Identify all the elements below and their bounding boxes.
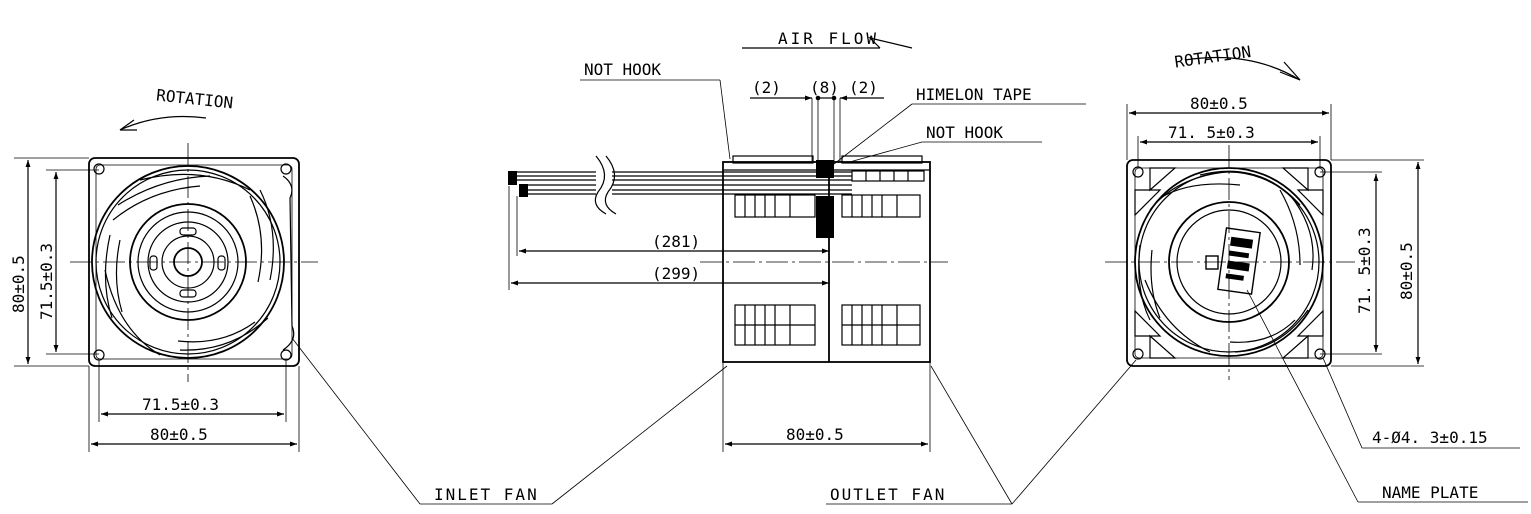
right-height-outer-dim: 80±0.5 bbox=[1397, 242, 1416, 300]
rotation-arrow-left bbox=[119, 115, 207, 131]
himelon-tape-label: HIMELON TAPE bbox=[916, 85, 1032, 104]
inlet-fan-front-view: ROTATION 80±0.5 71.5±0.3 71.5±0.3 80±0.5 bbox=[9, 86, 318, 452]
side-view: AIR FLOW bbox=[508, 29, 1086, 452]
outlet-fan-label: OUTLET FAN bbox=[830, 485, 946, 504]
fan-callouts: INLET FAN OUTLET FAN bbox=[291, 337, 1137, 505]
left-width-outer-dim: 80±0.5 bbox=[150, 425, 208, 444]
himelon-tape-mark bbox=[816, 160, 834, 178]
not-hook-top-label: NOT HOOK bbox=[584, 60, 661, 79]
name-plate-label: NAME PLATE bbox=[1382, 483, 1478, 502]
gap-right-dim: (2) bbox=[849, 78, 878, 97]
left-height-inner-dim: 71.5±0.3 bbox=[37, 243, 56, 320]
outlet-fan-rear-view: ROTATION 80±0.5 71. 5±0.3 71. 5±0.3 80±0… bbox=[1105, 42, 1528, 503]
impeller-blade-icon bbox=[104, 173, 274, 356]
gap-mid-dim: (8) bbox=[810, 78, 839, 97]
corner-web-icon bbox=[1134, 167, 1324, 359]
fin-slot-icon bbox=[734, 194, 921, 346]
name-plate-label-icon bbox=[1205, 227, 1261, 295]
rotation-arrow-right bbox=[1184, 56, 1301, 81]
right-height-inner-dim: 71. 5±0.3 bbox=[1355, 227, 1374, 314]
inlet-fan-label: INLET FAN bbox=[434, 485, 539, 504]
rotation-label-right: ROTATION bbox=[1173, 42, 1252, 72]
air-flow-label: AIR FLOW bbox=[778, 29, 879, 48]
hole-spec-label: 4-Ø4. 3±0.15 bbox=[1372, 428, 1488, 447]
rotation-label-left: ROTATION bbox=[155, 86, 234, 113]
lead-length-2-dim: (299) bbox=[652, 264, 700, 283]
lead-length-1-dim: (281) bbox=[652, 232, 700, 251]
right-width-outer-dim: 80±0.5 bbox=[1190, 94, 1248, 113]
left-height-outer-dim: 80±0.5 bbox=[9, 255, 28, 313]
left-width-inner-dim: 71.5±0.3 bbox=[142, 395, 219, 414]
side-width-dim: 80±0.5 bbox=[786, 425, 844, 444]
gap-left-dim: (2) bbox=[752, 78, 781, 97]
right-width-inner-dim: 71. 5±0.3 bbox=[1168, 123, 1255, 142]
not-hook-right-label: NOT HOOK bbox=[926, 123, 1003, 142]
lead-wire-bundle bbox=[516, 155, 925, 215]
